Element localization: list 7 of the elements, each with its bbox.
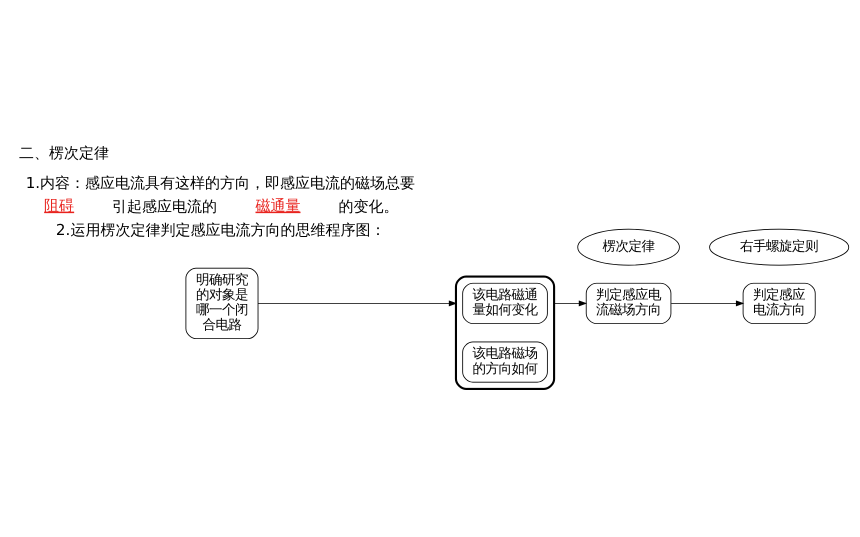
label: 磁通量 bbox=[256, 196, 301, 214]
label: 的变化。 bbox=[338, 196, 399, 215]
label: 2.运用楞次定律判定感应电流方向的思维程序图： bbox=[56, 220, 386, 238]
label: 1.内容：感应电流具有这样的方向，即感应电流的磁场总要 bbox=[26, 173, 416, 192]
diagram-title: 二、楞次定律 bbox=[18, 143, 109, 162]
label: 阻碍 bbox=[44, 196, 74, 214]
label: 引起感应电流的 bbox=[112, 196, 218, 215]
